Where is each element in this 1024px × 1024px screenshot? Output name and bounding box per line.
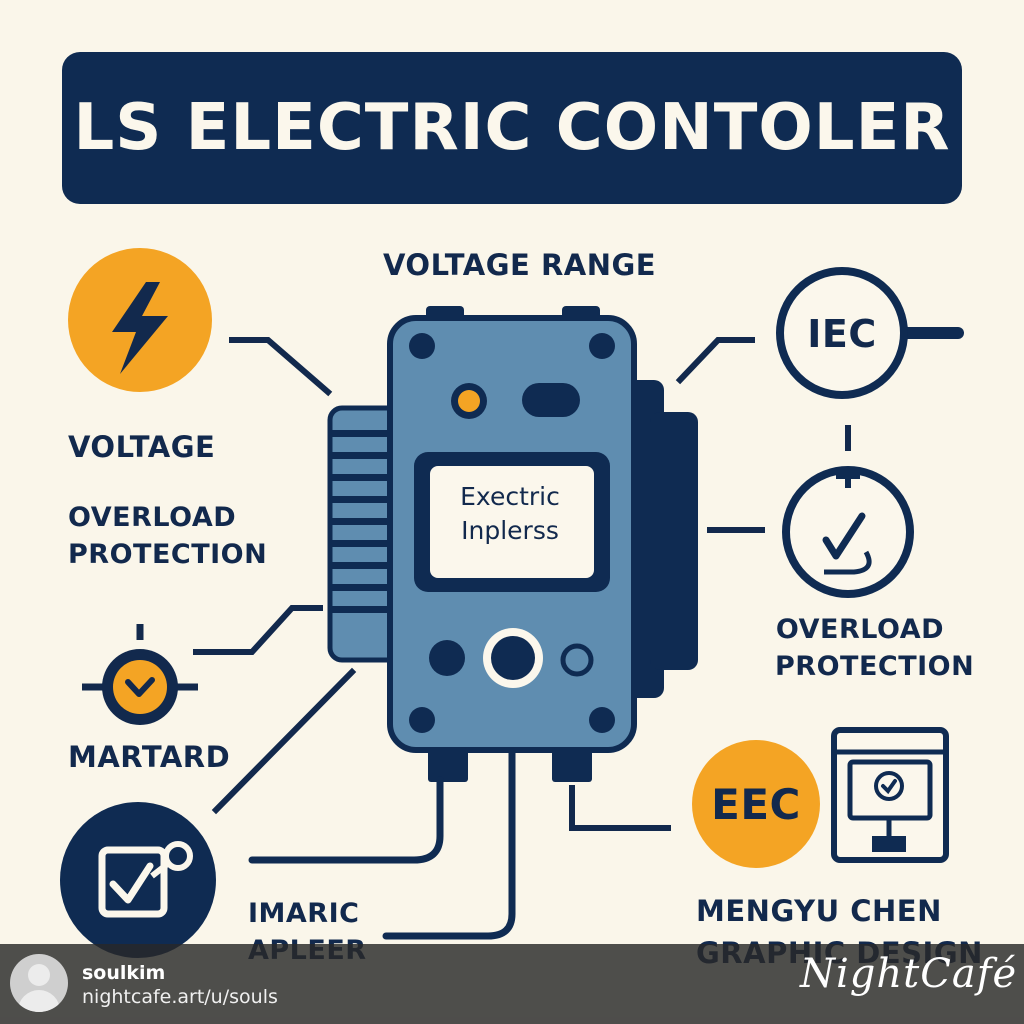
overload-protection-right-label: OVERLOAD PROTECTION xyxy=(775,612,975,685)
iec-text: IEC xyxy=(807,312,877,356)
cables xyxy=(248,748,516,940)
credit-line1: MENGYU CHEN xyxy=(696,894,942,928)
screen-line1: Exectric xyxy=(460,482,560,511)
monitor-check-icon xyxy=(831,727,949,863)
check-dial-icon xyxy=(82,624,198,725)
checklist-icon xyxy=(60,802,216,958)
overload-protection-left-label: OVERLOAD PROTECTION xyxy=(68,500,267,573)
screen-line2: Inplerss xyxy=(461,515,559,545)
connector-lines xyxy=(193,337,851,831)
avatar[interactable] xyxy=(10,954,68,1012)
avatar-head xyxy=(28,964,50,986)
title-banner: LS ELECTRIC CONTOLER xyxy=(62,52,962,204)
iec-circle-icon xyxy=(776,267,964,399)
check-timer-icon xyxy=(782,466,914,598)
overload-line1: OVERLOAD xyxy=(68,502,237,533)
electric-controller-device xyxy=(327,306,698,782)
martard-label: MARTARD xyxy=(68,740,231,774)
imaric-line: IMARIC xyxy=(248,898,360,929)
overload-line2: PROTECTION xyxy=(68,538,268,570)
lightning-icon xyxy=(68,248,212,392)
overload-right-line1: OVERLOAD xyxy=(775,614,945,645)
eec-badge-icon xyxy=(692,740,820,868)
page-title: LS ELECTRIC CONTOLER xyxy=(73,91,951,165)
device-screen-text: Exectric Inplerss xyxy=(430,480,590,548)
footer-bar xyxy=(0,944,1024,1024)
profile-url[interactable]: nightcafe.art/u/souls xyxy=(82,986,278,1008)
avatar-body xyxy=(18,990,60,1012)
nightcafe-wordmark: NightCafé xyxy=(800,951,1018,997)
username[interactable]: soulkim xyxy=(82,962,166,984)
eec-text: EEC xyxy=(711,780,801,829)
overload-right-line2: PROTECTION xyxy=(775,650,975,682)
voltage-label: VOLTAGE xyxy=(68,430,216,464)
voltage-range-label: VOLTAGE RANGE xyxy=(383,248,657,282)
